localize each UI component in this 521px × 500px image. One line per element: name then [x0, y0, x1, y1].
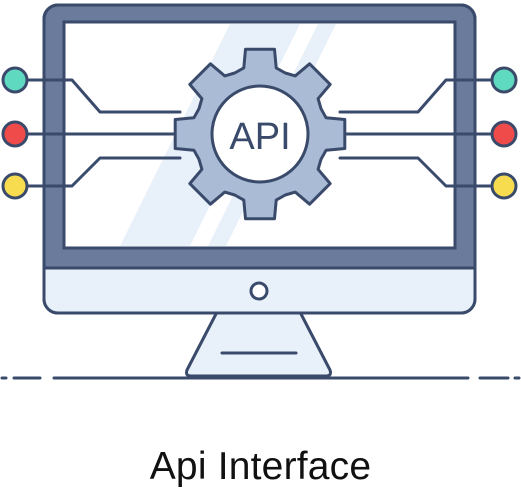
node-right-teal	[490, 66, 518, 94]
caption-title: Api Interface	[149, 445, 372, 488]
api-interface-illustration: API	[0, 3, 521, 380]
node-right-red	[490, 120, 518, 148]
node-left-yellow	[1, 172, 29, 200]
circuit-traces	[26, 78, 492, 188]
node-right-yellow	[490, 172, 518, 200]
node-left-red	[1, 120, 29, 148]
node-left-teal	[1, 66, 29, 94]
monitor-stand	[185, 310, 332, 378]
gear-icon	[173, 47, 347, 221]
connection-nodes	[1, 66, 518, 200]
power-button-icon	[249, 281, 269, 301]
gear-label: API	[229, 116, 290, 158]
gear-hub	[210, 84, 310, 184]
